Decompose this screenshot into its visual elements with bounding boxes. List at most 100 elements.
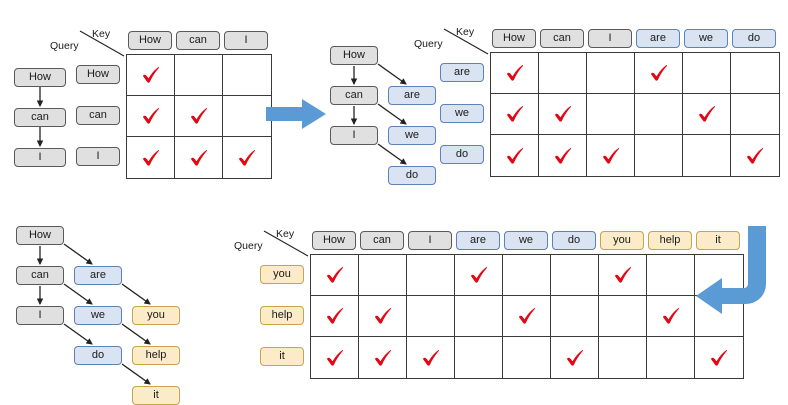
matrix-cell-checked <box>311 296 359 337</box>
column-header-cell: can <box>174 31 222 50</box>
matrix-grid <box>490 52 780 177</box>
column-header-token: we <box>684 29 728 48</box>
axis-divider-line <box>79 30 125 57</box>
column-header-cell: do <box>550 231 598 250</box>
matrix-cell-checked <box>635 53 683 94</box>
column-header-token: can <box>176 31 220 50</box>
matrix-cell-empty <box>455 337 503 378</box>
check-mark-icon <box>190 108 207 124</box>
matrix-cell-empty <box>551 255 599 296</box>
row-label-cell: are <box>430 63 484 83</box>
matrix-cell-empty <box>551 296 599 337</box>
matrix-cell-checked <box>695 337 743 378</box>
matrix-cell-checked <box>491 53 539 94</box>
matrix-cell-empty <box>587 94 635 135</box>
column-header-token: help <box>648 231 692 250</box>
query-axis-label: Query <box>414 38 443 50</box>
matrix-cell-empty <box>683 135 731 176</box>
tree-edge-are-you <box>121 283 151 305</box>
tree-edge-i-do <box>377 143 407 165</box>
check-mark-icon <box>506 147 523 164</box>
column-header-token: How <box>128 31 172 50</box>
tree-edge-do-it <box>121 363 151 385</box>
column-header-token: do <box>732 29 776 48</box>
matrix-cell-checked <box>539 94 587 135</box>
key-axis-label: Key <box>92 28 111 40</box>
tree-edge-can-we <box>63 283 93 305</box>
matrix-cell-empty <box>455 296 503 337</box>
tree-source-token: can <box>16 266 64 285</box>
row-header-token: How <box>76 65 120 84</box>
matrix-cell-checked <box>223 137 271 178</box>
tree-generated1-token: do <box>74 346 122 365</box>
matrix-cell-empty <box>731 94 779 135</box>
tree-source-token: I <box>330 126 378 145</box>
matrix-cell-checked <box>127 55 175 96</box>
check-mark-icon <box>239 149 256 166</box>
step-arrow-down-left <box>694 226 772 332</box>
step-arrow-right <box>266 98 328 130</box>
matrix-cell-empty <box>695 296 743 337</box>
matrix-cell-checked <box>491 94 539 135</box>
tree-edge-how-are <box>63 243 93 265</box>
tree-generated1-token: are <box>74 266 122 285</box>
check-mark-icon <box>566 349 583 366</box>
row-label-cell: can <box>66 106 120 126</box>
column-header-token: are <box>456 231 500 250</box>
axis-divider-line <box>443 28 489 55</box>
matrix-cell-empty <box>175 55 223 96</box>
column-header-cell: How <box>126 31 174 50</box>
tree-generated2-token: it <box>132 386 180 405</box>
column-header-cell: we <box>502 231 550 250</box>
row-label-cell: help <box>250 306 304 326</box>
row-label-cell: it <box>250 347 304 367</box>
matrix-cell-checked <box>539 135 587 176</box>
matrix-cell-empty <box>503 255 551 296</box>
column-header-cell: are <box>454 231 502 250</box>
check-mark-icon <box>711 349 728 366</box>
row-header-token: do <box>440 145 484 164</box>
matrix-cell-checked <box>599 255 647 296</box>
column-header-cell: I <box>586 29 634 48</box>
query-axis-label: Query <box>50 40 79 52</box>
column-header-cell: are <box>634 29 682 48</box>
column-header-token: can <box>360 231 404 250</box>
column-header-token: you <box>600 231 644 250</box>
column-header-token: do <box>552 231 596 250</box>
matrix-cell-checked <box>491 135 539 176</box>
tree-generated2-token: help <box>132 346 180 365</box>
column-header-cell: we <box>682 29 730 48</box>
elbow-arrow-icon <box>696 226 766 314</box>
matrix-cell-empty <box>223 55 271 96</box>
column-header-cell: I <box>406 231 454 250</box>
column-header-token: it <box>696 231 740 250</box>
row-label-cell: How <box>66 65 120 85</box>
column-header-cell: help <box>646 231 694 250</box>
matrix-cell-checked <box>455 255 503 296</box>
column-header-cell: I <box>222 31 270 50</box>
matrix-cell-checked <box>551 337 599 378</box>
matrix-cell-checked <box>407 337 455 378</box>
query-axis-label: Query <box>234 240 263 252</box>
check-mark-icon <box>470 267 487 283</box>
chain-token: I <box>14 148 66 167</box>
matrix-cell-checked <box>175 96 223 137</box>
check-mark-icon <box>554 106 571 122</box>
matrix-cell-checked <box>647 296 695 337</box>
check-mark-icon <box>190 149 207 166</box>
tree-source-token: How <box>16 226 64 245</box>
check-mark-icon <box>326 308 343 324</box>
matrix-cell-empty <box>599 337 647 378</box>
check-mark-icon <box>326 267 343 283</box>
tree-generated1-token: we <box>74 306 122 325</box>
column-header-token: can <box>540 29 584 48</box>
check-mark-icon <box>747 147 764 164</box>
matrix-cell-checked <box>127 96 175 137</box>
column-header-token: we <box>504 231 548 250</box>
row-header-token: we <box>440 104 484 123</box>
